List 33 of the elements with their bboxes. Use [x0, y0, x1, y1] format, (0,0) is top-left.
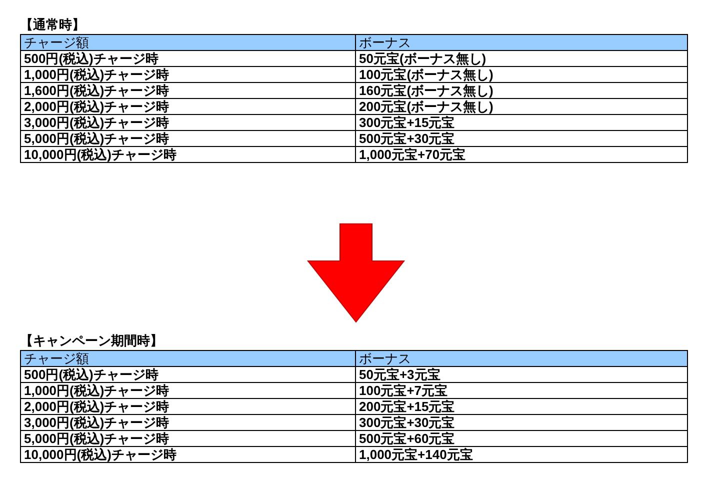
arrow: [306, 223, 406, 323]
table-cell: 300元宝+30元宝: [356, 414, 688, 430]
table-cell: 5,000円(税込)チャージ時: [20, 430, 356, 446]
table-cell: 200元宝(ボーナス無し): [356, 98, 688, 114]
table-cell: 2,000円(税込)チャージ時: [20, 398, 356, 414]
header-cell: ボーナス: [356, 350, 688, 366]
table-title: 【キャンペーン期間時】: [20, 333, 163, 349]
table-cell: 10,000円(税込)チャージ時: [20, 446, 356, 462]
table-cell: 160元宝(ボーナス無し): [356, 82, 688, 98]
table-cell: 200元宝+15元宝: [356, 398, 688, 414]
table-cell: 3,000円(税込)チャージ時: [20, 414, 356, 430]
table-cell: 50元宝(ボーナス無し): [356, 50, 688, 66]
table-cell: 100元宝(ボーナス無し): [356, 66, 688, 82]
table-cell: 1,000元宝+140元宝: [356, 446, 688, 462]
header-cell: ボーナス: [356, 34, 688, 50]
table-cell: 1,000元宝+70元宝: [356, 146, 688, 162]
table-cell: 100元宝+7元宝: [356, 382, 688, 398]
table-cell: 10,000円(税込)チャージ時: [20, 146, 356, 162]
table-cell: 5,000円(税込)チャージ時: [20, 130, 356, 146]
table-cell: 50元宝+3元宝: [356, 366, 688, 382]
table-cell: 500円(税込)チャージ時: [20, 366, 356, 382]
table-cell: 500元宝+60元宝: [356, 430, 688, 446]
header-cell: チャージ額: [20, 34, 356, 50]
table-cell: 3,000円(税込)チャージ時: [20, 114, 356, 130]
table-title: 【通常時】: [20, 17, 85, 33]
header-cell: チャージ額: [20, 350, 356, 366]
table-cell: 500円(税込)チャージ時: [20, 50, 356, 66]
table-cell: 1,600円(税込)チャージ時: [20, 82, 356, 98]
table-cell: 1,000円(税込)チャージ時: [20, 382, 356, 398]
table-cell: 1,000円(税込)チャージ時: [20, 66, 356, 82]
table-cell: 500元宝+30元宝: [356, 130, 688, 146]
table-cell: 300元宝+15元宝: [356, 114, 688, 130]
table-cell: 2,000円(税込)チャージ時: [20, 98, 356, 114]
